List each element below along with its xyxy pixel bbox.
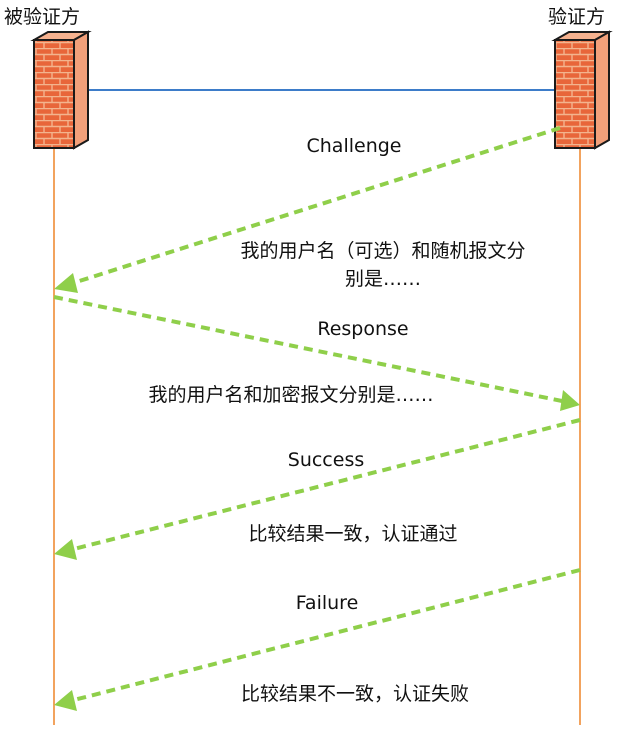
- failure-title: Failure: [295, 592, 359, 614]
- left-participant-name: 被验证方: [4, 6, 81, 28]
- response-note: 我的用户名和加密报文分别是……: [148, 384, 434, 406]
- right-firewall-icon: [551, 30, 613, 150]
- success-title: Success: [287, 449, 365, 471]
- response-arrow: [53, 295, 580, 411]
- failure-arrow: [54, 568, 581, 711]
- left-firewall-icon: [30, 30, 92, 150]
- response-title: Response: [317, 318, 409, 340]
- challenge-note-line2: 别是……: [344, 268, 422, 290]
- right-participant-name: 验证方: [548, 6, 606, 28]
- success-arrow: [54, 418, 581, 560]
- failure-note: 比较结果不一致，认证失败: [240, 683, 470, 705]
- challenge-note-line1: 我的用户名（可选）和随机报文分: [240, 240, 526, 262]
- success-note: 比较结果一致，认证通过: [248, 523, 458, 545]
- challenge-arrow: [54, 126, 561, 293]
- challenge-title: Challenge: [306, 135, 402, 157]
